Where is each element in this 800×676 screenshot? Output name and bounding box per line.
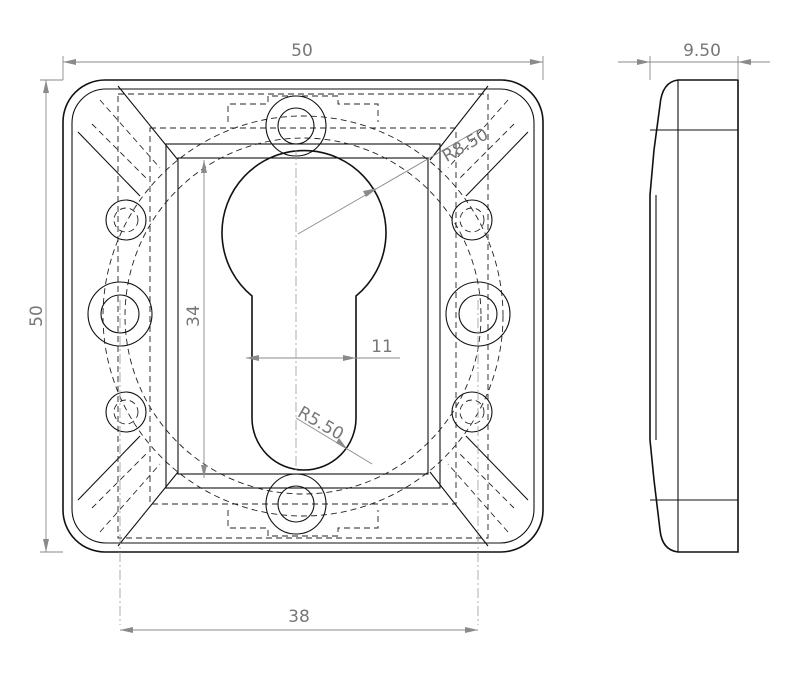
mounting-ring-inner-hidden [124,137,482,495]
screw-hole-left-lower [105,391,147,433]
side-view [649,79,739,553]
inner-square-hidden [149,127,457,505]
screw-hole-right-upper [451,199,493,241]
screw-hole-left-upper [105,199,147,241]
rosette-inner-edge [71,88,535,544]
side-profile-outer [649,79,739,553]
dim-slot-width-label: 11 [371,337,393,357]
dim-thickness-label: 9.50 [683,41,721,61]
inner-square-step [165,143,441,489]
dim-height-label: 50 [27,305,47,327]
dim-hole-spacing-label: 38 [288,607,310,627]
inner-square-pocket [177,157,429,475]
mounting-ring-hidden [102,115,504,517]
rosette-outer-edge [62,79,544,553]
front-view [62,79,544,625]
screw-hole-right-lower [451,391,493,433]
outer-square-hidden [117,93,489,539]
dim-outer-radius-label: R8.50 [439,125,492,167]
bottom-notch-hidden [227,510,379,537]
screw-hole-bottom [265,473,327,535]
top-notch-hidden [227,95,379,122]
screw-hole-top [265,95,327,157]
dim-slot-height-label: 34 [184,305,204,327]
dim-slot-radius-label: R5.50 [294,403,347,445]
corner-chamfer-lines [77,85,529,547]
dimension-lines [40,56,770,633]
dim-width-label: 50 [291,41,313,61]
